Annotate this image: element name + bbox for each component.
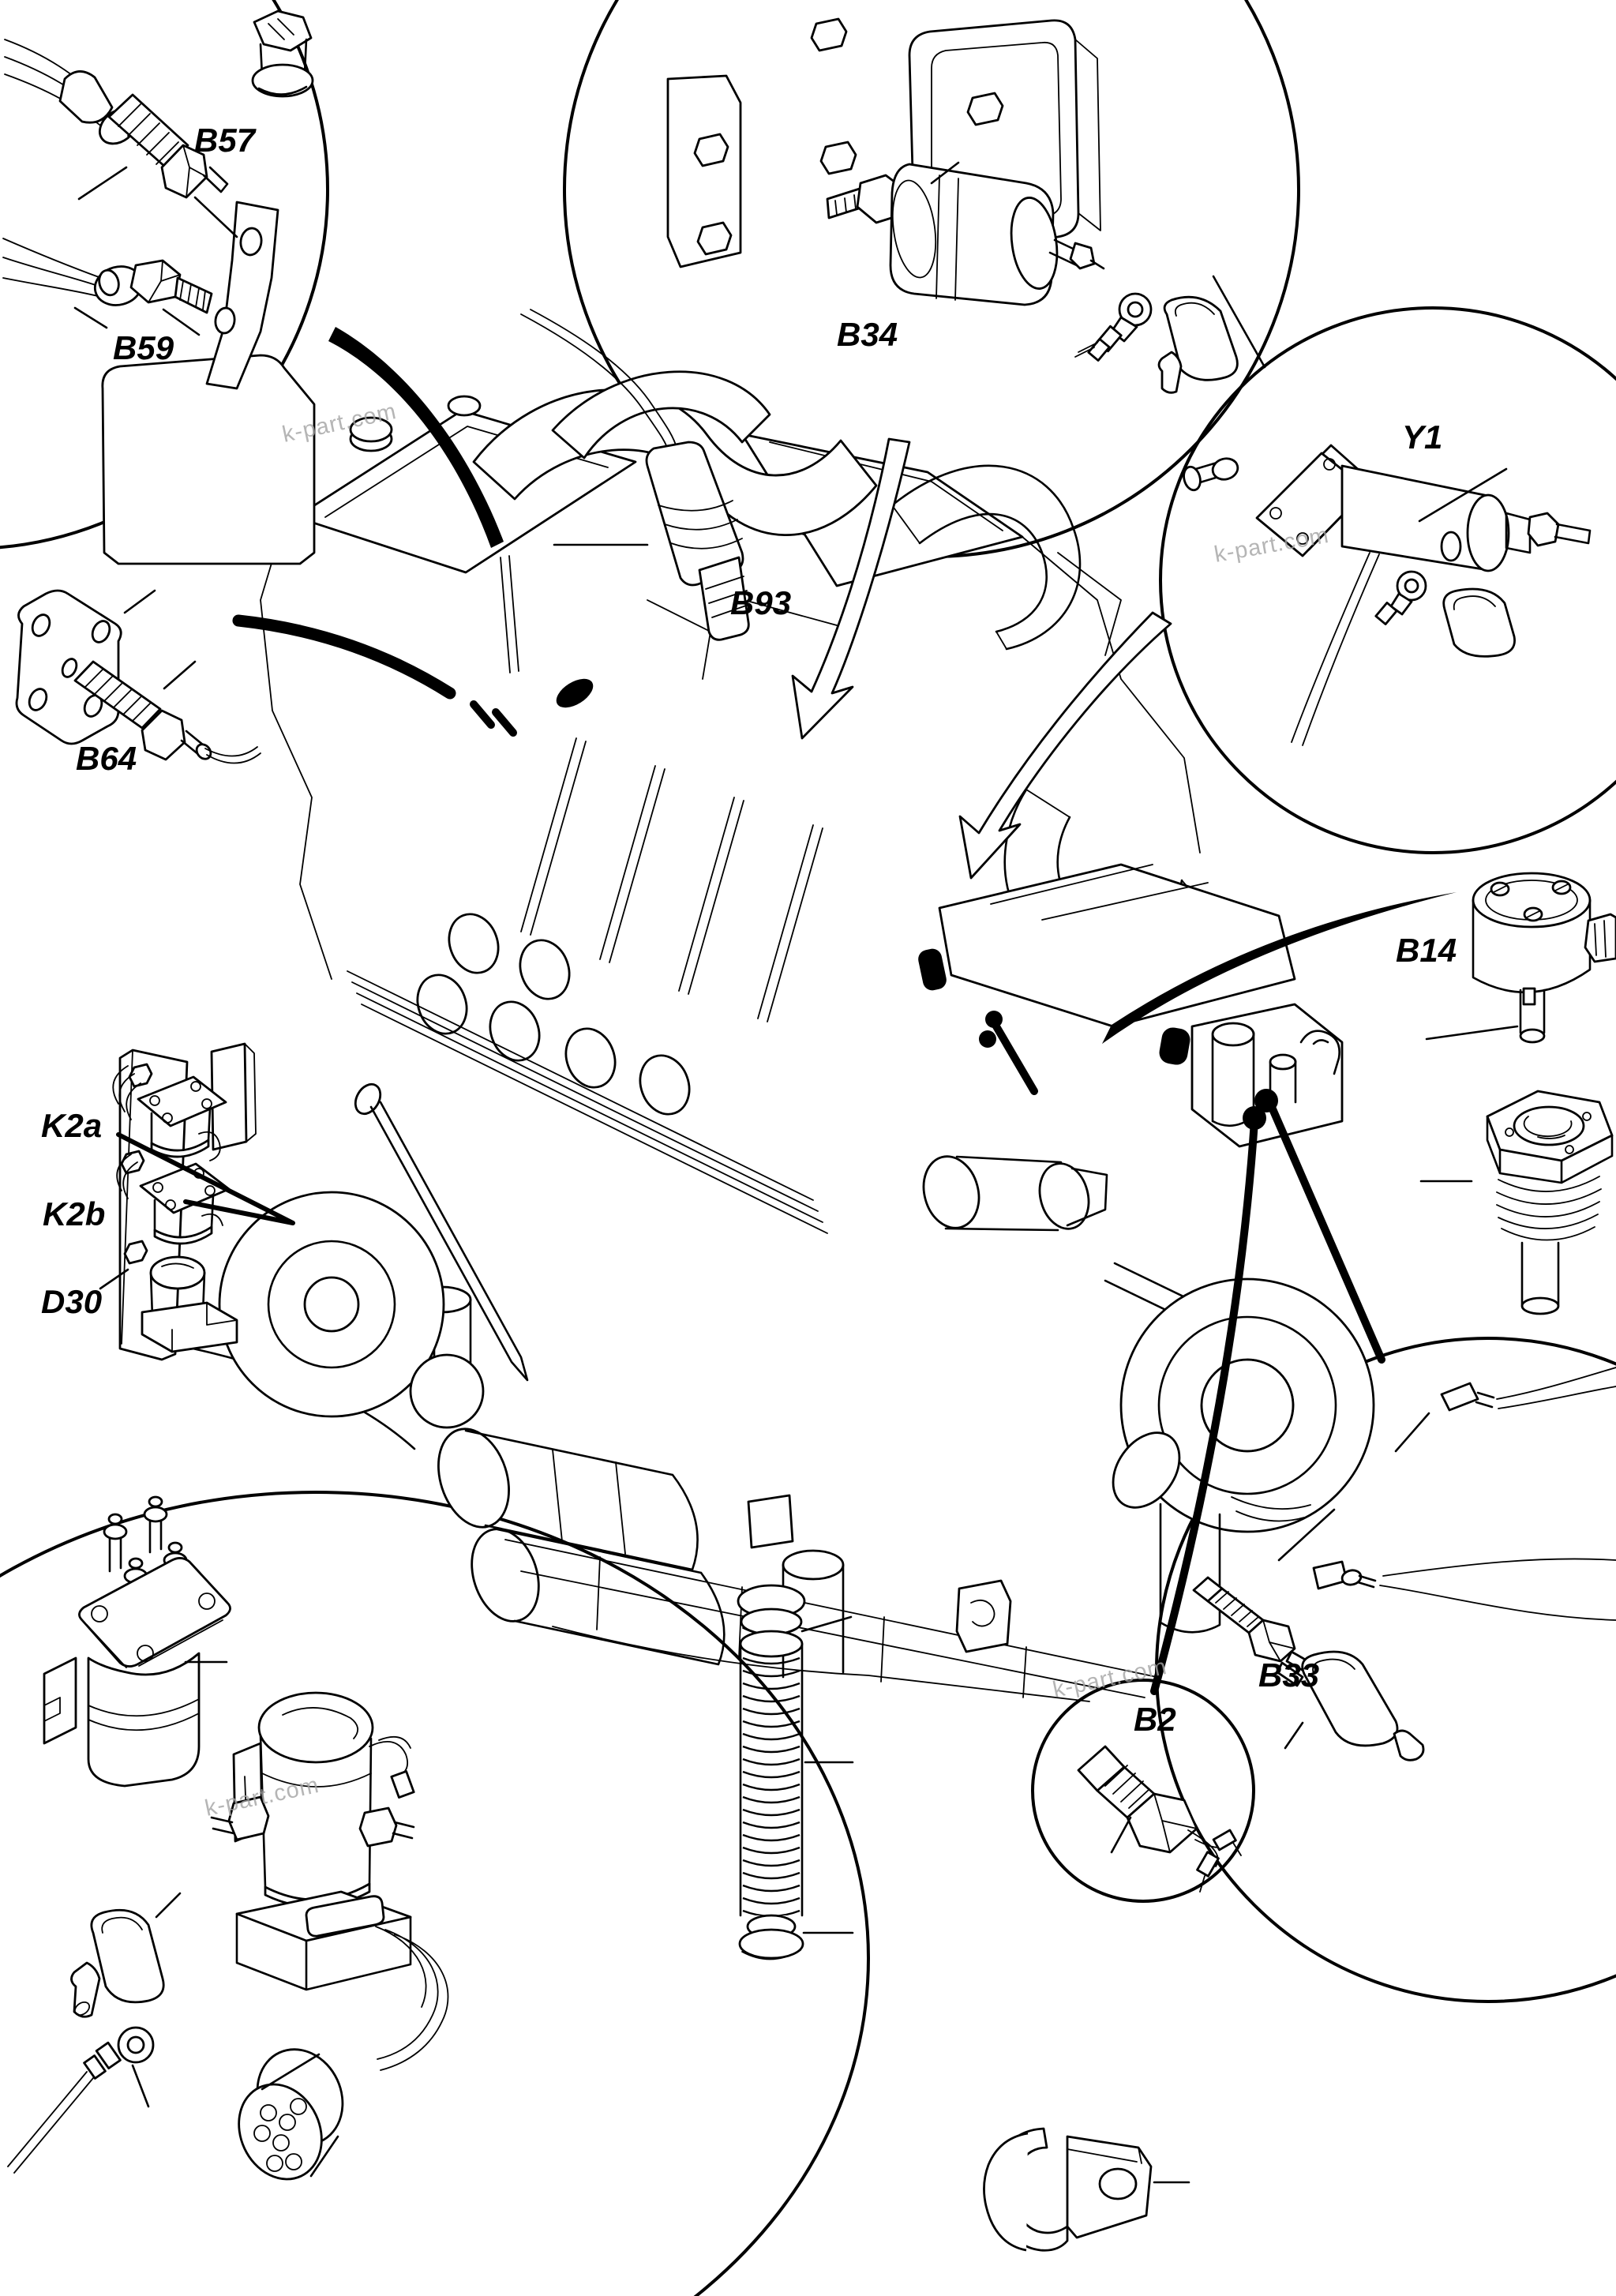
balloon-b57-b59 [0, 0, 329, 550]
label-b14: B14 [1396, 932, 1457, 969]
misc-leader-lines [930, 161, 960, 185]
part-aux-solenoid [210, 1691, 415, 1908]
cable-left [232, 614, 456, 700]
label-b59: B59 [113, 329, 174, 366]
panel-rectangle [101, 354, 316, 565]
part-rubber-boot-bottom-left [70, 1892, 182, 2018]
sensor-mount-bracket [205, 201, 279, 390]
arrow-b34-to-engine [791, 437, 911, 740]
part-b57-temperature-sensor [4, 39, 238, 238]
label-b64: B64 [76, 740, 137, 777]
cable-top-left [328, 327, 504, 548]
flanged-nut [251, 9, 314, 98]
part-b2-temperature-sensor [1077, 1745, 1242, 1893]
label-y1: Y1 [1402, 418, 1442, 456]
label-b93: B93 [730, 584, 791, 621]
part-b33-boot [1284, 1650, 1425, 1761]
engine-illustration [160, 370, 1375, 1702]
location-dot-right [1159, 1027, 1190, 1065]
label-d30: D30 [41, 1283, 102, 1320]
label-b2: B2 [1134, 1701, 1176, 1738]
part-corrugated-conduit [737, 1584, 854, 1960]
label-b57: B57 [194, 122, 257, 159]
arrow-y1-to-engine [958, 611, 1172, 880]
cables-and-location-dots [232, 327, 1457, 1695]
part-b64-glow-plug-sensor [15, 589, 261, 764]
label-b33: B33 [1258, 1656, 1319, 1694]
part-b59-temperature-sensor [2, 238, 213, 336]
part-main-relay [43, 1495, 231, 1788]
part-b93-sensor [520, 309, 750, 641]
part-ring-terminal-bottom-left [7, 2026, 155, 2174]
label-k2a: K2a [41, 1107, 102, 1144]
part-y1-fuel-shutoff-solenoid [1183, 444, 1592, 746]
leader-to-b2-balloon [1150, 1117, 1258, 1695]
location-dot-intake [918, 948, 947, 991]
balloon-y1 [1159, 306, 1616, 854]
screw-heads [1490, 880, 1572, 922]
watermark-bottom-right: k-part.com [1051, 1654, 1169, 1703]
balloon-relays [0, 1491, 870, 2296]
leader-to-b33-balloon [1267, 1101, 1385, 1364]
cable-end-dot [556, 678, 594, 708]
part-connector-block [235, 1890, 449, 2181]
part-b33-upper-terminal [1394, 1367, 1616, 1453]
balloon-b2 [1031, 1679, 1255, 1903]
label-k2b: K2b [43, 1195, 105, 1232]
part-b14-sensor-and-plug [1419, 872, 1616, 1315]
part-b33-spade-terminal [1312, 1558, 1616, 1621]
part-k2-relays-and-d30 [99, 1049, 295, 1361]
part-p-clamp [983, 2127, 1190, 2252]
label-b34: B34 [837, 316, 898, 353]
part-b34-oil-pressure-sender [666, 17, 1266, 394]
pointer-arrows [791, 437, 1172, 880]
bolt-head [693, 133, 733, 256]
connector-pins [253, 2098, 307, 2172]
